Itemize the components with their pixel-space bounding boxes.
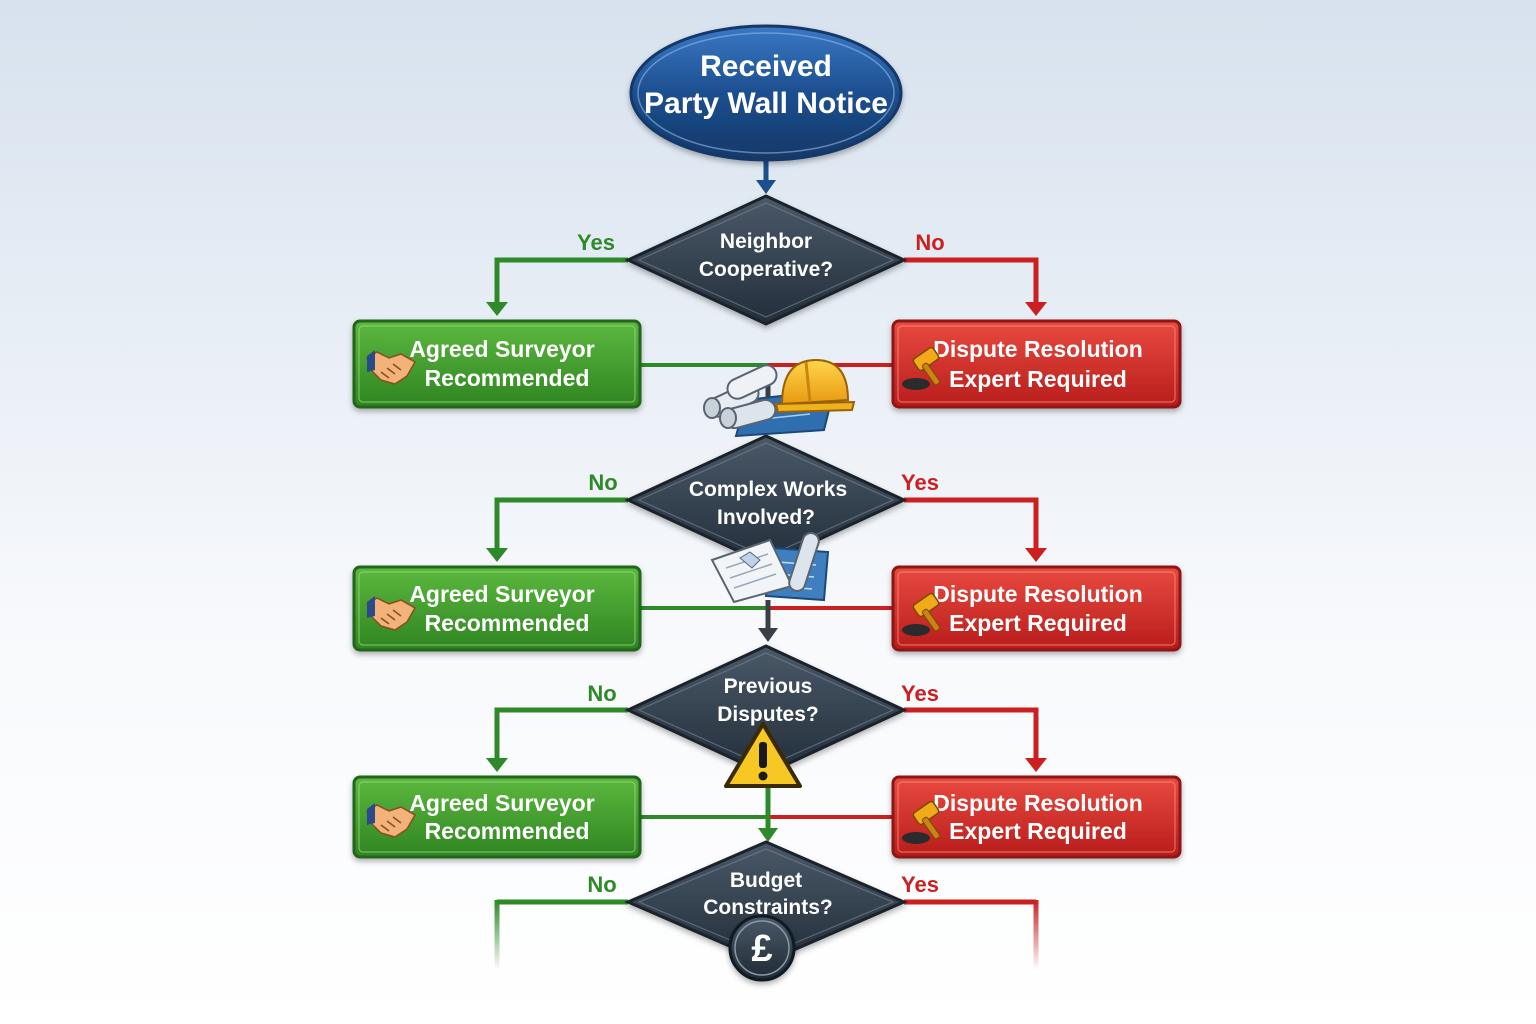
connectors [486, 160, 1047, 970]
decision-4-no-label: No [587, 872, 616, 897]
outcome-red-3-line1: Dispute Resolution [933, 790, 1143, 816]
decision-2-no-label: No [588, 470, 617, 495]
outcome-green-1-line1: Agreed Surveyor [409, 336, 594, 362]
decision-4-line1: Budget [730, 869, 802, 892]
start-title-line1: Received [700, 50, 832, 83]
handshake-icon [366, 803, 417, 838]
warning-icon [724, 722, 802, 788]
decision-1-line1: Neighbor [720, 230, 812, 253]
outcome-green-2-line1: Agreed Surveyor [409, 581, 594, 607]
gavel-icon [902, 800, 941, 844]
start-node [629, 24, 903, 162]
outcome-green-2-line2: Recommended [425, 610, 590, 636]
start-title-line2: Party Wall Notice [644, 87, 888, 120]
outcome-dispute-expert-1 [891, 319, 1182, 409]
decision-3-no-label: No [587, 681, 616, 706]
gavel-icon [902, 346, 941, 390]
handshake-icon [366, 596, 417, 631]
decision-3-line1: Previous [724, 675, 813, 698]
pound-symbol: £ [751, 928, 772, 970]
blueprints-hardhat-icon [703, 358, 856, 438]
decision-3-line2: Disputes? [717, 703, 819, 726]
outcome-dispute-expert-3 [891, 775, 1182, 859]
handshake-icon [366, 350, 417, 385]
outcome-red-2-line2: Expert Required [949, 610, 1127, 636]
outcome-agreed-surveyor-1 [352, 319, 642, 409]
decision-1-no-label: No [915, 230, 944, 255]
decision-4-line2: Constraints? [703, 896, 833, 919]
contract-handshake-icon [710, 532, 830, 604]
outcome-red-3-line2: Expert Required [949, 818, 1127, 844]
outcome-green-3-line1: Agreed Surveyor [409, 790, 594, 816]
outcome-green-1-line2: Recommended [425, 365, 590, 391]
decision-2-line2: Involved? [717, 506, 815, 529]
decision-3-yes-label: Yes [901, 681, 939, 706]
decision-neighbor-cooperative: Neighbor Cooperative? [624, 194, 908, 326]
outcome-agreed-surveyor-2 [352, 565, 642, 652]
outcome-dispute-expert-2 [891, 565, 1182, 652]
decision-1-line2: Cooperative? [699, 258, 833, 281]
decision-1-yes-label: Yes [577, 230, 615, 255]
outcome-red-1-line1: Dispute Resolution [933, 336, 1143, 362]
decision-2-line1: Complex Works [689, 478, 847, 501]
decision-budget-constraints: Budget Constraints? [624, 840, 908, 964]
outcome-red-2-line1: Dispute Resolution [933, 581, 1143, 607]
outcome-red-1-line2: Expert Required [949, 366, 1127, 392]
decision-4-yes-label: Yes [901, 872, 939, 897]
outcome-agreed-surveyor-3 [352, 775, 642, 859]
outcome-green-3-line2: Recommended [425, 818, 590, 844]
gavel-icon [902, 592, 941, 636]
pound-coin-icon: £ [728, 914, 796, 982]
decision-2-yes-label: Yes [901, 470, 939, 495]
